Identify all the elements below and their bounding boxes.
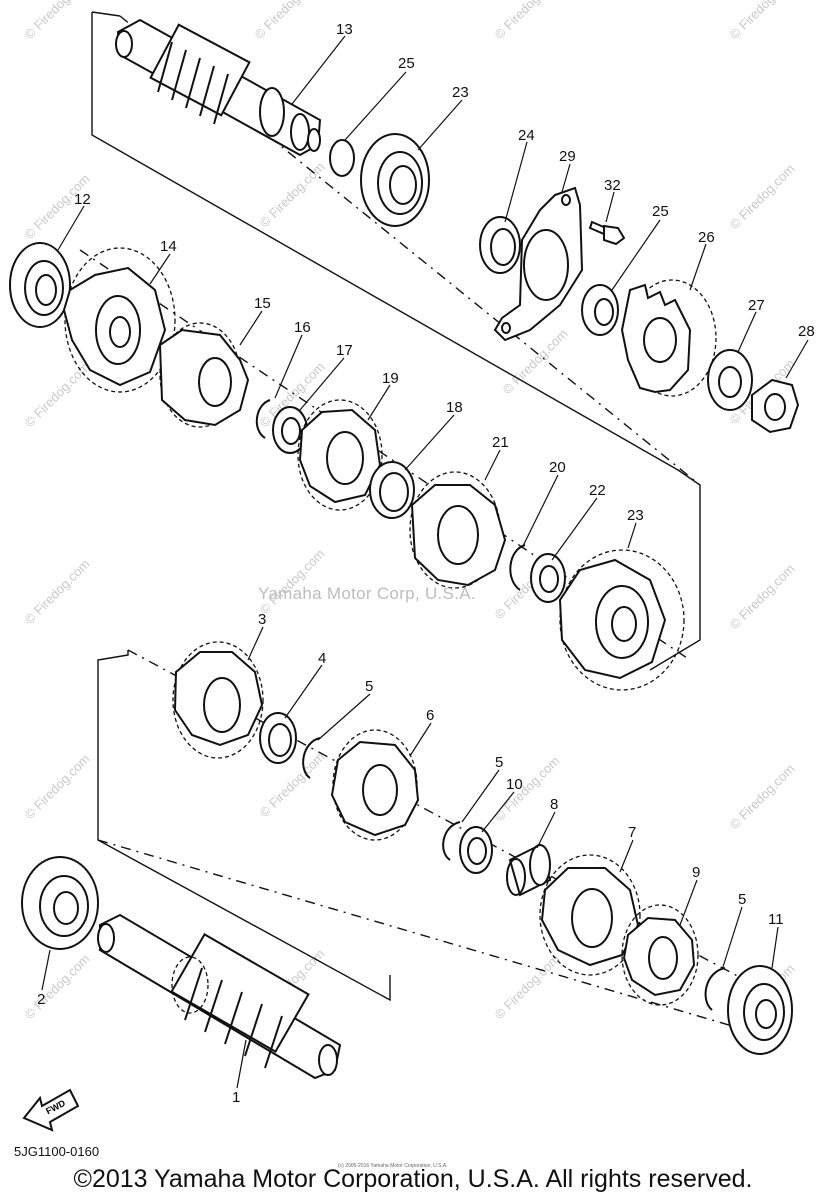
callout-14: 14 <box>160 238 177 255</box>
copyright-footer: ©2013 Yamaha Motor Corporation, U.S.A. A… <box>73 1165 753 1193</box>
part-31-retainer-plate[interactable] <box>493 186 584 342</box>
part-5-circlip[interactable] <box>442 821 461 861</box>
part-21-gear[interactable] <box>409 471 507 589</box>
callout-4: 4 <box>318 650 326 667</box>
watermark: © Firedog.com <box>727 161 798 232</box>
callout-28: 26 <box>698 229 715 246</box>
watermark: © Firedog.com <box>252 0 323 42</box>
callout-17: 17 <box>336 342 353 359</box>
watermark: © Firedog.com <box>257 159 328 230</box>
leader-lines <box>41 35 809 1089</box>
part-20-circlip[interactable] <box>509 544 526 591</box>
center-watermark: Yamaha Motor Corp, U.S.A. <box>258 584 476 603</box>
part-27-circlip[interactable] <box>329 139 355 177</box>
part-24-bearing[interactable] <box>360 133 430 227</box>
part-12-bearing[interactable] <box>9 242 71 328</box>
callout-2: 2 <box>37 991 45 1008</box>
callout-12: 12 <box>74 191 91 208</box>
callout-29: 27 <box>748 297 765 314</box>
part-2-bearing[interactable] <box>21 856 99 950</box>
watermark: © Firedog.com <box>22 359 93 430</box>
callout-30: 28 <box>798 323 815 340</box>
fwd-arrow: FWD <box>22 1088 80 1132</box>
callout-9: 9 <box>692 864 700 881</box>
callout-1: 1 <box>232 1089 240 1106</box>
callout-11: 11 <box>768 911 784 928</box>
watermark: © Firedog.com <box>22 0 93 42</box>
part-23-gear[interactable] <box>558 549 685 691</box>
part-14-gear[interactable] <box>62 247 176 393</box>
watermark: © Firedog.com <box>22 951 93 1022</box>
callout-18: 18 <box>446 399 463 416</box>
part-22-washer[interactable] <box>530 553 566 603</box>
part-5-circlip[interactable] <box>704 967 726 1011</box>
part-11-bearing[interactable] <box>727 965 793 1055</box>
part-29-lock-washer[interactable] <box>707 349 753 411</box>
callout-31: 29 <box>559 148 576 165</box>
part-9-gear[interactable] <box>621 904 699 1006</box>
part-5-circlip[interactable] <box>302 737 321 779</box>
callout-16: 16 <box>294 319 311 336</box>
callout-24: 23 <box>452 84 469 101</box>
part-8-bearing[interactable] <box>506 843 552 897</box>
watermark: © Firedog.com <box>492 951 563 1022</box>
watermark: © Firedog.com <box>727 561 798 632</box>
callout-22: 22 <box>589 482 606 499</box>
callout-23: 23 <box>627 507 644 524</box>
callout-labels: 13 25 23 24 29 32 25 26 27 28 12 14 15 1… <box>37 21 815 1106</box>
part-15-gear[interactable] <box>158 322 250 428</box>
callout-5a: 5 <box>365 678 373 695</box>
callout-25: 24 <box>518 127 535 144</box>
callout-7: 7 <box>628 824 636 841</box>
callout-8: 8 <box>550 796 558 813</box>
callout-21: 21 <box>492 434 509 451</box>
part-1-drive-axle[interactable] <box>97 913 342 1080</box>
callout-3: 3 <box>258 611 266 628</box>
diagram-code: 5JG1100-0160 <box>14 1144 100 1159</box>
callout-27: 25 <box>398 55 415 72</box>
part-26-collar[interactable] <box>581 284 619 336</box>
callout-32: 32 <box>604 177 621 194</box>
part-19-gear[interactable] <box>297 399 383 511</box>
part-3-gear[interactable] <box>172 641 264 759</box>
watermark: © Firedog.com <box>22 556 93 627</box>
callout-10: 10 <box>506 776 523 793</box>
part-28-drive-sprocket[interactable] <box>620 279 717 397</box>
watermark: © Firedog.com <box>727 0 798 42</box>
part-6-gear[interactable] <box>330 729 420 841</box>
part-10-washer[interactable] <box>459 826 493 874</box>
callout-5c: 5 <box>738 891 746 908</box>
tiny-copyright-notice: (c) 2005-2016 Yamaha Motor Corporation, … <box>338 1163 448 1169</box>
part-4-washer[interactable] <box>259 712 297 764</box>
watermark: © Firedog.com <box>257 749 328 820</box>
part-13-main-axle[interactable] <box>115 18 322 157</box>
watermark: © Firedog.com <box>257 546 328 617</box>
callout-20: 20 <box>549 459 566 476</box>
callout-15: 15 <box>254 295 271 312</box>
part-32-bolt[interactable] <box>588 220 626 246</box>
part-30-nut[interactable] <box>751 378 800 434</box>
callout-19: 19 <box>382 370 399 387</box>
watermark: © Firedog.com <box>727 761 798 832</box>
callout-26: 25 <box>652 203 669 220</box>
part-25-oil-seal[interactable] <box>479 216 521 274</box>
watermark: © Firedog.com <box>492 0 563 42</box>
part-18-washer[interactable] <box>369 461 415 519</box>
part-16-circlip[interactable] <box>255 399 271 439</box>
callout-5b: 5 <box>495 754 503 771</box>
callout-13: 13 <box>336 21 353 38</box>
callout-6: 6 <box>426 707 434 724</box>
watermark: © Firedog.com <box>22 751 93 822</box>
